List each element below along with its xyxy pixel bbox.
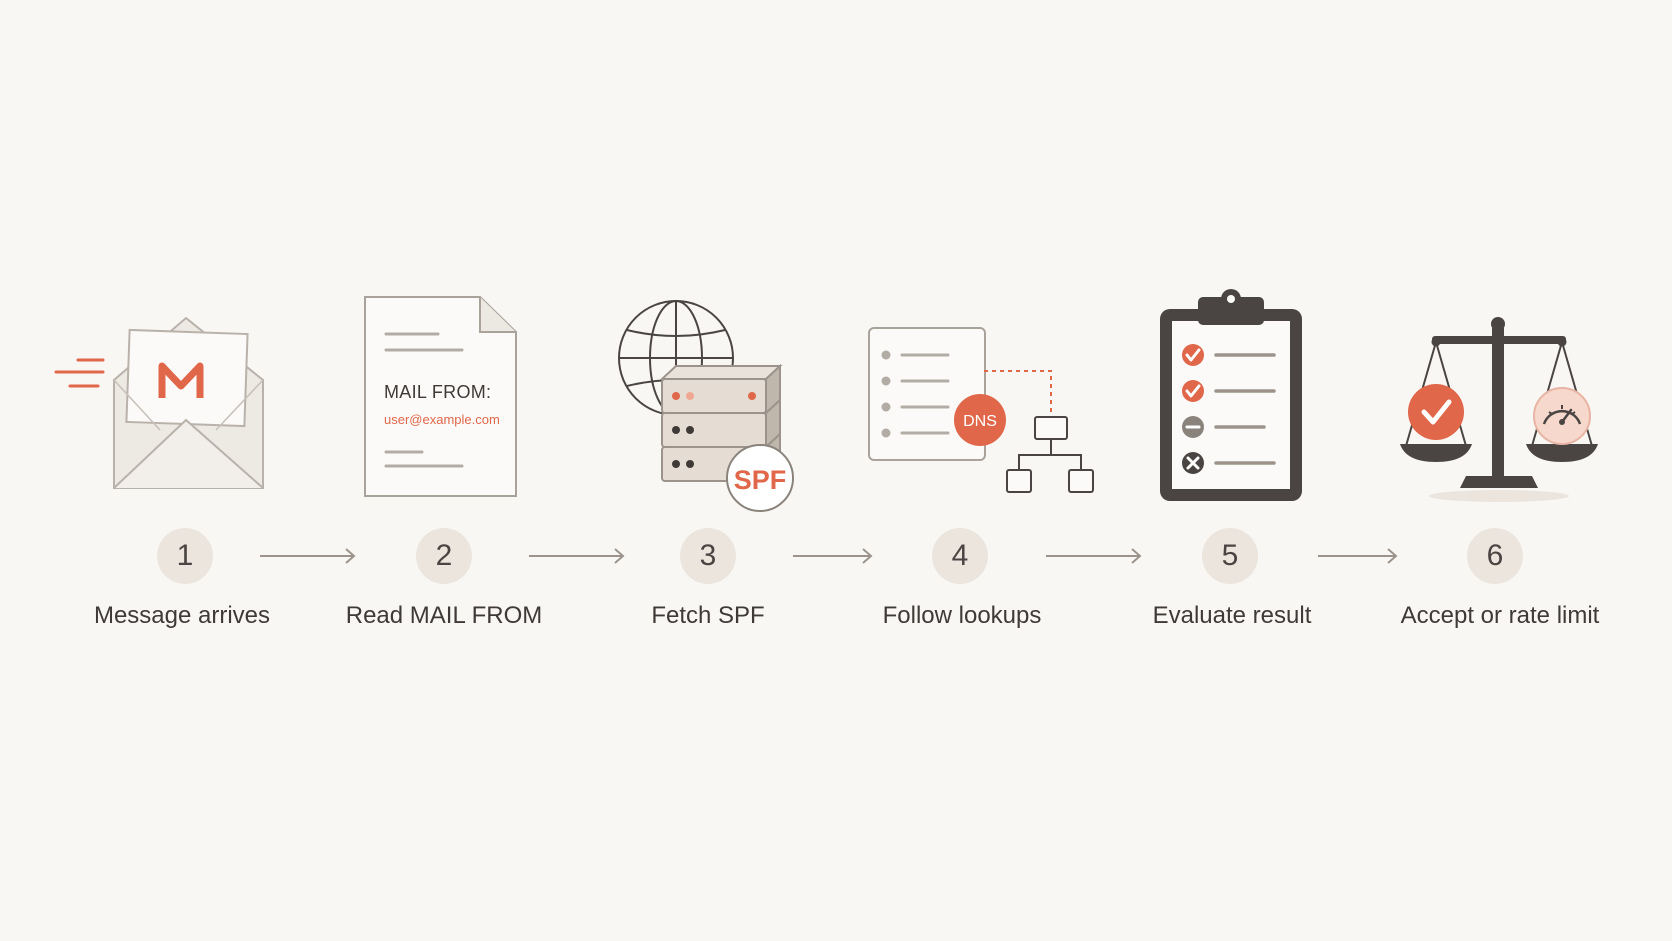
step-label-4: Follow lookups — [882, 602, 1042, 629]
document-icon: MAIL FROM: user@example.com — [364, 296, 517, 497]
spf-badge: SPF — [734, 465, 787, 495]
step-label-1: Message arrives — [93, 602, 271, 629]
step-number-6: 6 — [1467, 528, 1523, 584]
arrow-1-to-2 — [260, 548, 356, 564]
arrow-2-to-3 — [529, 548, 625, 564]
globe-server-icon: SPF — [618, 300, 794, 512]
arrow-4-to-5 — [1046, 548, 1142, 564]
envelope-icon — [54, 316, 264, 489]
step-number-3: 3 — [680, 528, 736, 584]
dns-badge: DNS — [963, 413, 997, 430]
step-number-4: 4 — [932, 528, 988, 584]
arrow-5-to-6 — [1318, 548, 1398, 564]
mail-from-label: MAIL FROM: — [384, 382, 491, 402]
arrow-3-to-4 — [793, 548, 873, 564]
step-label-5: Evaluate result — [1152, 602, 1312, 629]
step-number-5: 5 — [1202, 528, 1258, 584]
step-number-1: 1 — [157, 528, 213, 584]
step-label-6: Accept or rate limit — [1400, 602, 1600, 629]
dns-lookup-icon: DNS — [868, 327, 1094, 493]
mail-from-address: user@example.com — [384, 412, 500, 427]
step-label-2: Read MAIL FROM — [345, 602, 543, 629]
step-label-3: Fetch SPF — [651, 602, 765, 629]
step-number-2: 2 — [416, 528, 472, 584]
balance-scale-icon — [1400, 317, 1598, 502]
clipboard-checklist-icon — [1160, 289, 1302, 501]
